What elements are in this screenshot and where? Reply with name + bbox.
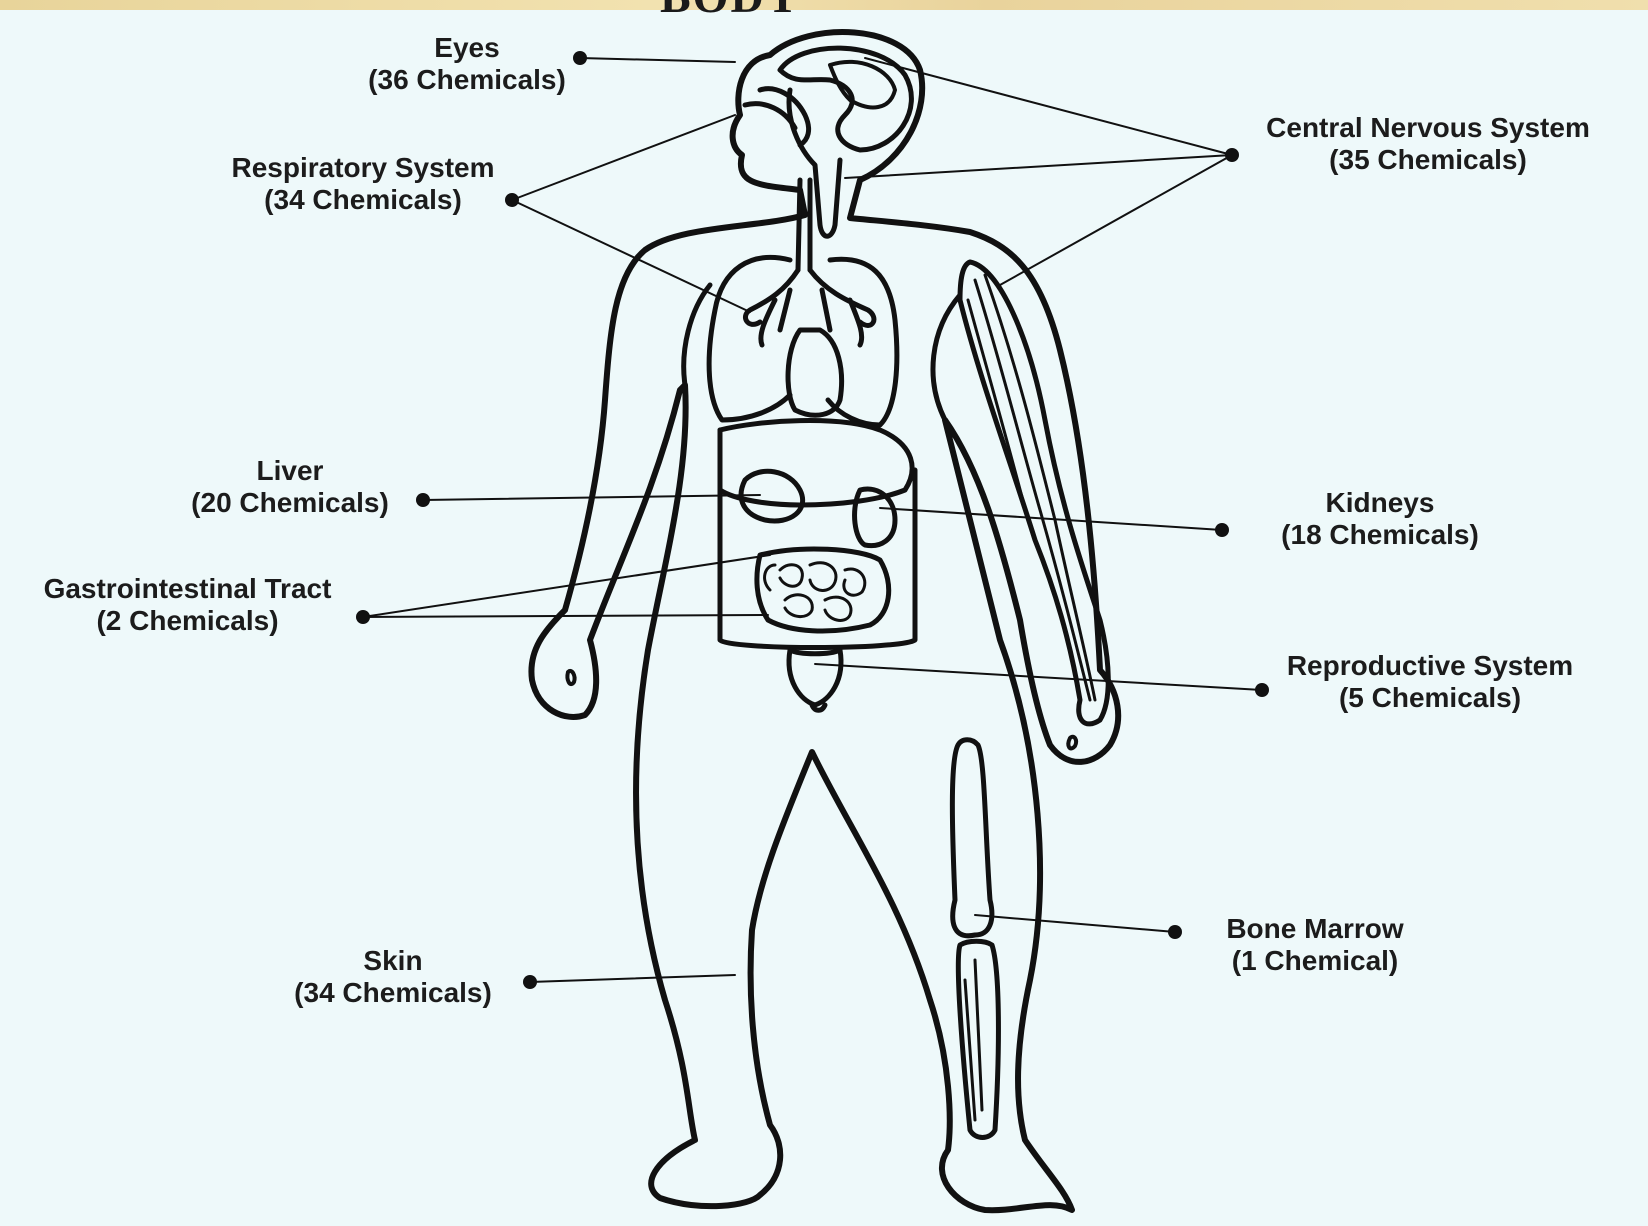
label-reproductive-system: Reproductive System (5 Chemicals) (1240, 650, 1620, 714)
label-bone-marrow: Bone Marrow (1 Chemical) (1185, 913, 1445, 977)
left-hand-detail (567, 671, 574, 684)
label-reproductive-name: Reproductive System (1240, 650, 1620, 682)
label-eyes-name: Eyes (342, 32, 592, 64)
label-gastrointestinal-name: Gastrointestinal Tract (5, 573, 370, 605)
right-hand-detail (1068, 737, 1076, 749)
label-gastrointestinal-tract: Gastrointestinal Tract (2 Chemicals) (5, 573, 370, 637)
label-skin-name: Skin (268, 945, 518, 977)
label-eyes-count: (36 Chemicals) (342, 64, 592, 96)
body-outline (531, 32, 1118, 1210)
left-lung (709, 257, 790, 420)
bronchi (745, 270, 873, 345)
label-central-nervous-system: Central Nervous System (35 Chemicals) (1228, 112, 1628, 176)
label-kidneys-count: (18 Chemicals) (1245, 519, 1515, 551)
label-bone-marrow-count: (1 Chemical) (1185, 945, 1445, 977)
label-kidneys: Kidneys (18 Chemicals) (1245, 487, 1515, 551)
label-liver-name: Liver (165, 455, 415, 487)
trachea (798, 180, 810, 270)
label-skin-count: (34 Chemicals) (268, 977, 518, 1009)
label-central-nervous-name: Central Nervous System (1228, 112, 1628, 144)
label-respiratory-count: (34 Chemicals) (198, 184, 528, 216)
label-liver-count: (20 Chemicals) (165, 487, 415, 519)
label-eyes: Eyes (36 Chemicals) (342, 32, 592, 96)
label-central-nervous-count: (35 Chemicals) (1228, 144, 1628, 176)
label-bone-marrow-name: Bone Marrow (1185, 913, 1445, 945)
label-kidneys-name: Kidneys (1245, 487, 1515, 519)
label-skin: Skin (34 Chemicals) (268, 945, 518, 1009)
label-respiratory-name: Respiratory System (198, 152, 528, 184)
label-reproductive-count: (5 Chemicals) (1240, 682, 1620, 714)
label-gastrointestinal-count: (2 Chemicals) (5, 605, 370, 637)
label-liver: Liver (20 Chemicals) (165, 455, 415, 519)
leg-bone (952, 740, 992, 936)
heart (788, 330, 842, 415)
label-respiratory-system: Respiratory System (34 Chemicals) (198, 152, 528, 216)
reproductive-organ (789, 650, 841, 710)
